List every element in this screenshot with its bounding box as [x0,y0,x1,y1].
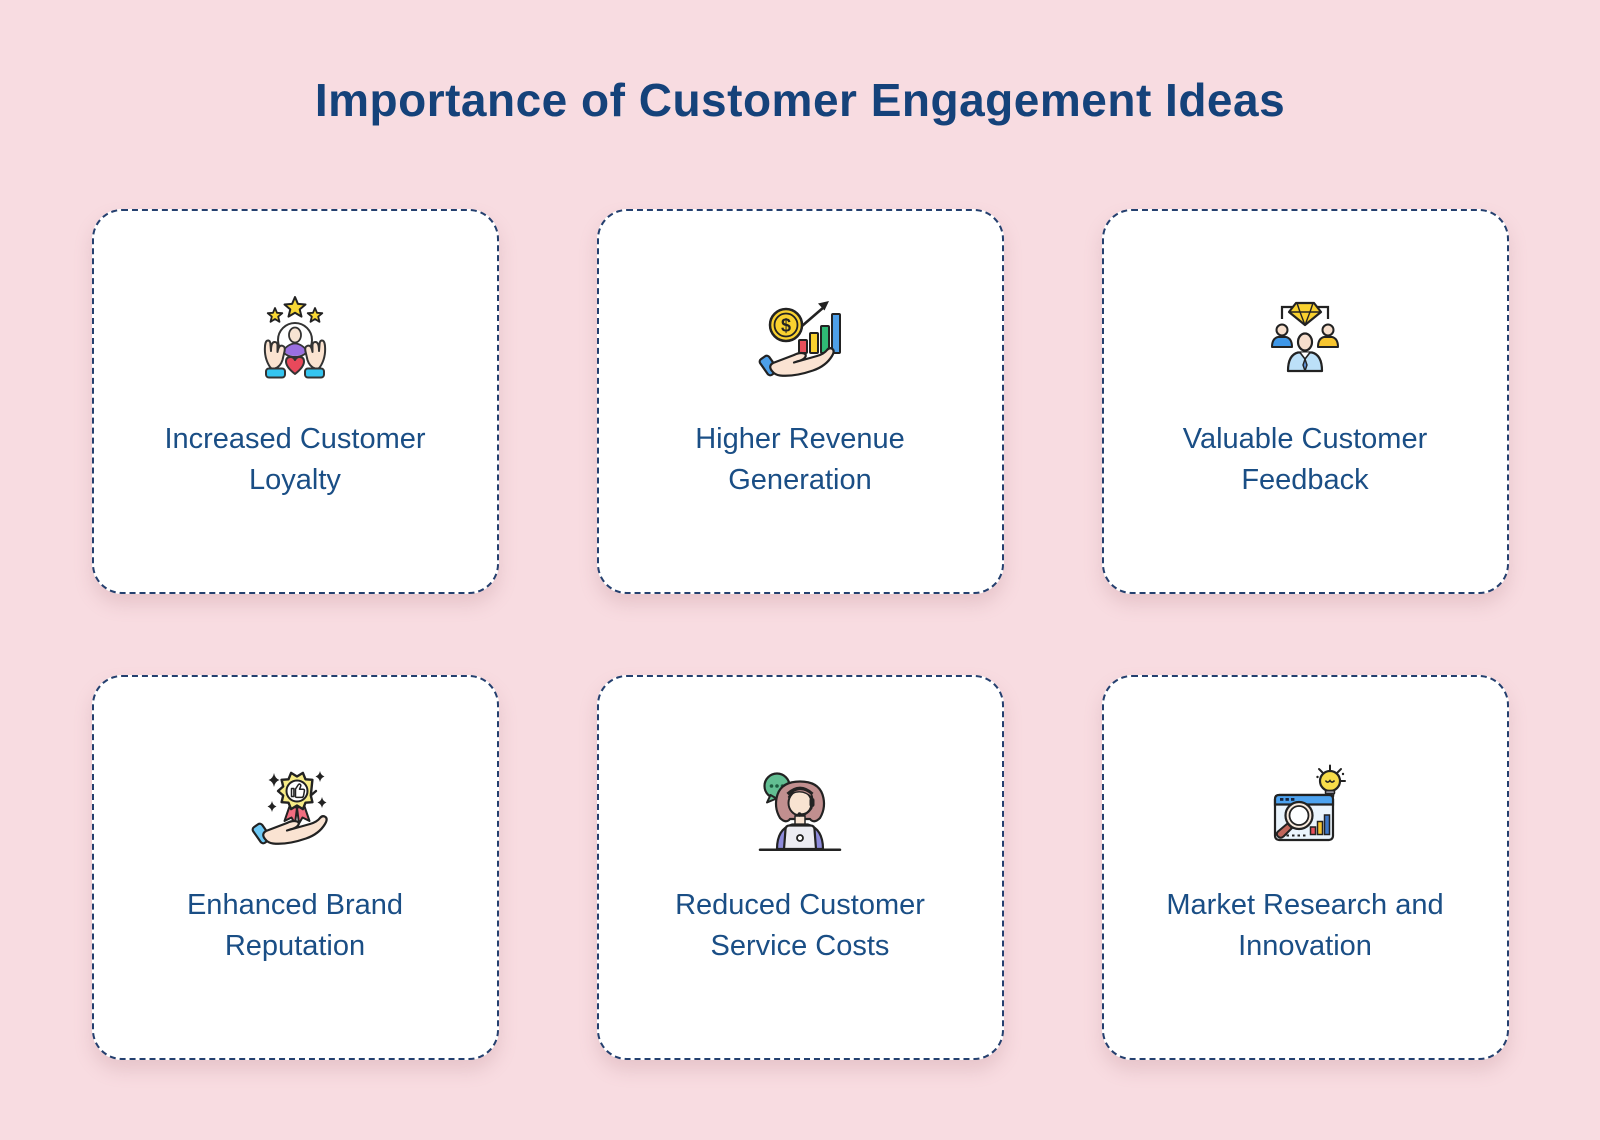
brand-reputation-icon [245,761,345,861]
market-research-icon [1255,761,1355,861]
page-title: Importance of Customer Engagement Ideas [314,74,1286,126]
card-label: Higher Revenue Generation [695,422,905,497]
card-valuable-customer-feedback: Valuable Customer Feedback [1101,208,1509,594]
card-label: Market Research and Innovation [1166,888,1444,963]
card-label: Enhanced Brand Reputation [186,888,404,963]
card-enhanced-brand-reputation: Enhanced Brand Reputation [91,674,499,1060]
svg-text:$: $ [781,315,791,335]
card-higher-revenue-generation: $ Higher Revenue Generation [596,208,1004,594]
revenue-growth-icon: $ [750,295,850,395]
card-reduced-customer-service-costs: Reduced Customer Service Costs [596,674,1004,1060]
card-market-research-and-innovation: Market Research and Innovation [1101,674,1509,1060]
card-label: Valuable Customer Feedback [1182,422,1428,497]
support-agent-icon [750,761,850,861]
card-increased-customer-loyalty: Increased Customer Loyalty [91,208,499,594]
customer-feedback-icon [1255,295,1355,395]
card-label: Reduced Customer Service Costs [675,888,925,963]
card-label: Increased Customer Loyalty [164,422,426,497]
loyalty-icon [245,295,345,395]
cards-grid: Increased Customer Loyalty $ [0,208,1600,1060]
